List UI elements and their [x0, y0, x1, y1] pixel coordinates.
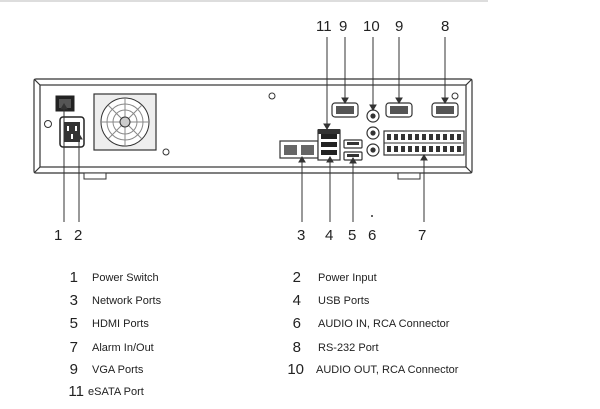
network-ports [279, 140, 319, 159]
legend-number: 2 [292, 269, 301, 286]
legend-label-network-ports: Network Ports [92, 295, 162, 307]
audio-rca-jacks [366, 109, 380, 157]
usb-ports [317, 129, 341, 161]
legend-number: 5 [69, 315, 78, 332]
legend-label-vga-ports: VGA Ports [92, 364, 144, 376]
legend-number: 10 [287, 361, 304, 378]
chassis-feet [83, 172, 421, 180]
legend-label-audio-in: AUDIO IN, RCA Connector [318, 318, 450, 330]
vga-port-1 [331, 102, 359, 118]
callout-10: 10 [363, 18, 380, 35]
legend-label-audio-out: AUDIO OUT, RCA Connector [316, 364, 459, 376]
callout-9-vga-1: 9 [339, 18, 347, 35]
callout-4: 4 [325, 227, 333, 244]
hdmi-ports [343, 139, 363, 161]
legend-label-usb-ports: USB Ports [318, 295, 370, 307]
callout-2: 2 [74, 227, 82, 244]
legend-number: 9 [69, 361, 78, 378]
legend-label-hdmi-ports: HDMI Ports [92, 318, 149, 330]
chassis [33, 78, 473, 174]
callout-8: 8 [441, 18, 449, 35]
legend-number: 7 [69, 339, 78, 356]
callout-11: 11 [316, 18, 332, 35]
rs232-port [431, 102, 459, 118]
callout-5: 5 [348, 227, 356, 244]
legend-label-power-input: Power Input [318, 272, 377, 284]
callout-7: 7 [418, 227, 426, 244]
legend-label-rs232: RS-232 Port [318, 342, 379, 354]
alarm-terminals [383, 130, 465, 156]
callout-3: 3 [297, 227, 305, 244]
callout-6: 6 [368, 227, 376, 244]
legend-number: 3 [69, 292, 78, 309]
power-switch [55, 95, 75, 112]
legend-number: 11 [68, 383, 84, 400]
legend-number: 8 [292, 339, 301, 356]
leader-lines-top [323, 37, 449, 130]
legend-label-esata: eSATA Port [88, 386, 144, 398]
callout-9-vga-2: 9 [395, 18, 403, 35]
legend-number: 1 [69, 269, 78, 286]
leader-lines-bottom [60, 103, 428, 222]
cooling-fan [93, 93, 157, 151]
legend-number: 4 [292, 292, 301, 309]
legend-label-power-switch: Power Switch [92, 272, 159, 284]
esata-port [318, 129, 340, 134]
vga-port-2 [385, 102, 413, 118]
legend-number: 6 [292, 315, 301, 332]
legend-label-alarm: Alarm In/Out [92, 342, 154, 354]
callout-1: 1 [54, 227, 62, 244]
